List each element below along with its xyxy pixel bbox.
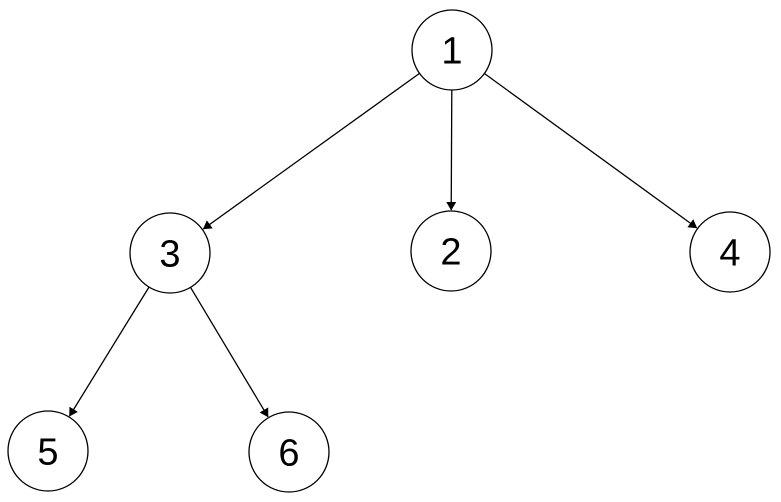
node-1: 1 bbox=[411, 9, 493, 91]
node-circle bbox=[411, 9, 493, 91]
node-circle bbox=[689, 211, 771, 293]
edge-1-4 bbox=[484, 72, 698, 229]
node-circle bbox=[410, 210, 492, 292]
node-layer: 1 3 2 4 5 6 bbox=[7, 9, 771, 493]
edge-3-6 bbox=[189, 286, 269, 418]
edge-3-5 bbox=[68, 286, 150, 417]
node-label: 3 bbox=[159, 233, 180, 275]
node-circle bbox=[248, 411, 330, 493]
node-5: 5 bbox=[7, 410, 89, 492]
node-label: 4 bbox=[719, 232, 740, 274]
node-2: 2 bbox=[410, 210, 492, 292]
node-6: 6 bbox=[248, 411, 330, 493]
node-circle bbox=[7, 410, 89, 492]
edge-1-3 bbox=[202, 72, 420, 230]
node-4: 4 bbox=[689, 211, 771, 293]
node-3: 3 bbox=[129, 212, 211, 294]
edge-1-2 bbox=[446, 89, 457, 211]
node-label: 5 bbox=[37, 431, 58, 473]
node-label: 6 bbox=[278, 432, 299, 474]
node-label: 2 bbox=[440, 231, 461, 273]
node-label: 1 bbox=[441, 30, 462, 72]
edge-layer bbox=[68, 72, 698, 418]
node-circle bbox=[129, 212, 211, 294]
